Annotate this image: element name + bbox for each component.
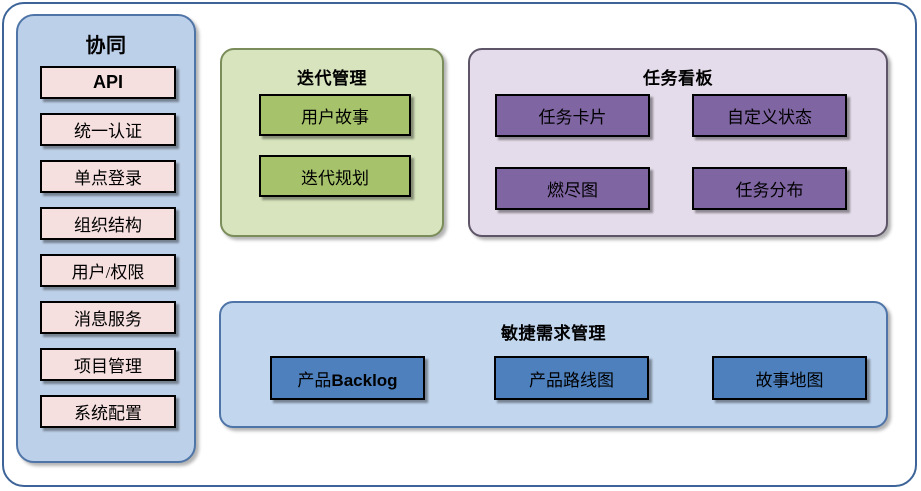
taskboard-item-custom-status[interactable]: 自定义状态 bbox=[692, 94, 847, 137]
sidebar-item-unified-auth[interactable]: 统一认证 bbox=[40, 113, 176, 146]
sidebar-item-org-structure[interactable]: 组织结构 bbox=[40, 207, 176, 240]
agile-requirements-title: 敏捷需求管理 bbox=[501, 324, 606, 343]
task-board-title: 任务看板 bbox=[643, 69, 713, 88]
collaboration-panel-title: 协同 bbox=[85, 35, 127, 57]
sidebar-item-message-service[interactable]: 消息服务 bbox=[40, 301, 176, 334]
sidebar-item-system-config[interactable]: 系统配置 bbox=[40, 395, 176, 428]
iteration-item-user-story[interactable]: 用户故事 bbox=[259, 94, 411, 136]
collaboration-panel: 协同 API 统一认证 单点登录 组织结构 用户/权限 消息服务 项目管理 系统… bbox=[16, 14, 196, 463]
taskboard-item-task-card[interactable]: 任务卡片 bbox=[495, 94, 650, 137]
iteration-item-iteration-planning[interactable]: 迭代规划 bbox=[259, 155, 411, 197]
iteration-management-title: 迭代管理 bbox=[297, 69, 367, 88]
collaboration-item-list: API 统一认证 单点登录 组织结构 用户/权限 消息服务 项目管理 系统配置 bbox=[40, 66, 176, 442]
sidebar-item-user-permission[interactable]: 用户/权限 bbox=[40, 254, 176, 287]
agile-item-story-map[interactable]: 故事地图 bbox=[712, 356, 867, 400]
agile-item-product-backlog[interactable]: 产品Backlog bbox=[270, 356, 425, 400]
iteration-management-panel: 迭代管理 用户故事 迭代规划 bbox=[220, 48, 444, 237]
taskboard-item-burndown-chart[interactable]: 燃尽图 bbox=[495, 167, 650, 210]
sidebar-item-single-sign-on[interactable]: 单点登录 bbox=[40, 160, 176, 193]
agile-item-product-roadmap[interactable]: 产品路线图 bbox=[494, 356, 649, 400]
agile-item-product-backlog-label: 产品Backlog bbox=[297, 370, 398, 390]
task-board-panel: 任务看板 任务卡片 自定义状态 燃尽图 任务分布 bbox=[468, 48, 888, 237]
sidebar-item-project-management[interactable]: 项目管理 bbox=[40, 348, 176, 381]
agile-requirements-panel: 敏捷需求管理 产品Backlog 产品路线图 故事地图 bbox=[219, 301, 888, 428]
sidebar-item-api[interactable]: API bbox=[40, 66, 176, 99]
taskboard-item-task-distribution[interactable]: 任务分布 bbox=[692, 167, 847, 210]
